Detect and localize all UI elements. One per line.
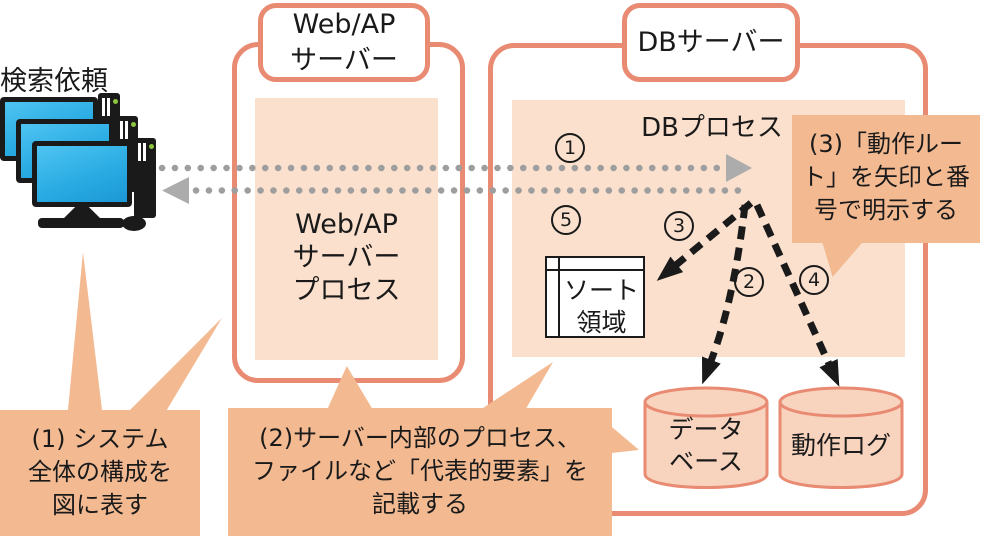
sort-area-line1: ソート [563, 276, 639, 305]
callout3-line3: 号で明示する [814, 196, 958, 224]
webap-process-label: Web/AP サーバー プロセス [255, 208, 438, 307]
power-led-icon [131, 122, 136, 127]
sort-area-table-icon: ソート 領域 [545, 256, 645, 338]
log-cylinder-icon [778, 386, 904, 489]
callout1-pointer-up [68, 252, 102, 410]
mouse-icon [122, 216, 146, 231]
client-computers-icon [0, 90, 170, 238]
sort-area-line2: 領域 [576, 308, 627, 337]
callout3-line2: ト」を矢印と番 [802, 163, 970, 191]
database-cylinder-icon [643, 386, 769, 489]
callout3-line1: (3)「動作ルー [809, 130, 963, 158]
step-4-badge: 4 [799, 265, 829, 295]
sort-area-column-line [558, 258, 560, 336]
webap-process-line2: サーバー [292, 242, 401, 273]
callout-3: (3)「動作ルー ト」を矢印と番 号で明示する [792, 115, 980, 243]
callout2-line2: ファイルなど「代表的要素」を [252, 457, 588, 485]
callout2-line1: (2)サーバー内部のプロセス、 [259, 424, 581, 452]
callout2-line3: 記載する [372, 490, 468, 518]
power-led-icon [149, 144, 154, 149]
callout1-line2: 全体の構成を [28, 458, 172, 486]
db-title-text: DBサーバー [637, 26, 785, 58]
sort-area-header-line [547, 269, 643, 271]
webap-title-line2: サーバー [290, 44, 398, 76]
database-line2: ベース [669, 447, 743, 476]
callout1-line1: (1) システム [31, 425, 169, 453]
database-line1: データ [668, 415, 744, 444]
sort-area-label: ソート 領域 [560, 275, 643, 339]
callout1-line3: 図に表す [52, 491, 148, 519]
screen-icon [37, 146, 127, 202]
step-1-badge: 1 [555, 133, 585, 163]
monitor-icon [32, 141, 132, 207]
tower-icon [134, 138, 156, 218]
webap-process-line1: Web/AP [295, 209, 398, 240]
webap-server-title: Web/AP サーバー [258, 3, 430, 82]
callout1-pointer-diagonal [130, 317, 222, 410]
webap-title-line1: Web/AP [292, 8, 396, 40]
step-3-badge: 3 [664, 211, 694, 241]
db-process-label: DBプロセス [641, 113, 783, 143]
db-server-title: DBサーバー [622, 3, 800, 82]
search-request-label: 検索依頼 [0, 66, 108, 97]
callout-2: (2)サーバー内部のプロセス、 ファイルなど「代表的要素」を 記載する [228, 408, 612, 536]
step-2-badge: 2 [734, 267, 764, 297]
power-led-icon [113, 99, 118, 104]
log-label: 動作ログ [790, 431, 891, 460]
database-label: データ ベース [641, 414, 771, 478]
monitor-base-icon [38, 218, 124, 228]
callout-1: (1) システム 全体の構成を 図に表す [0, 410, 200, 536]
webap-process-area [255, 98, 438, 360]
webap-process-line3: プロセス [292, 275, 401, 306]
step-5-badge: 5 [551, 205, 581, 235]
